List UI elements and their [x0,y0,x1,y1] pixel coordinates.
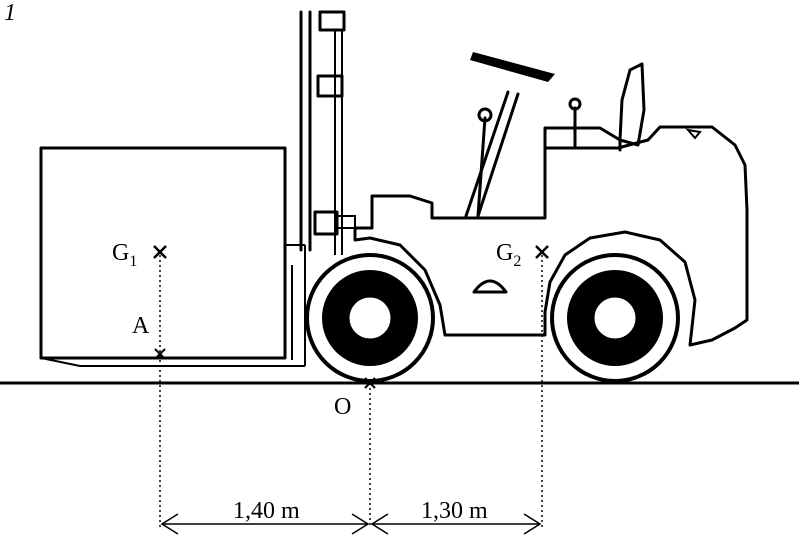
label-g1: G1 [112,240,137,270]
dimension-arrow-right [370,513,542,535]
point-g2-marker [535,245,549,259]
point-a-marker [154,348,166,360]
figure-number: 1 [4,0,16,26]
front-wheel [305,253,435,383]
dimension-label-right: 1,30 m [421,498,488,524]
dimension-arrow-left [160,513,370,535]
rear-wheel [550,253,680,383]
dimension-label-left: 1,40 m [233,498,300,524]
label-o: O [334,394,351,420]
label-a: A [132,313,150,339]
truck-body [353,52,749,347]
mast [299,10,356,255]
load-box [39,146,306,367]
point-g1-marker [153,245,167,259]
point-o-marker [364,377,376,389]
label-g2: G2 [496,240,521,270]
